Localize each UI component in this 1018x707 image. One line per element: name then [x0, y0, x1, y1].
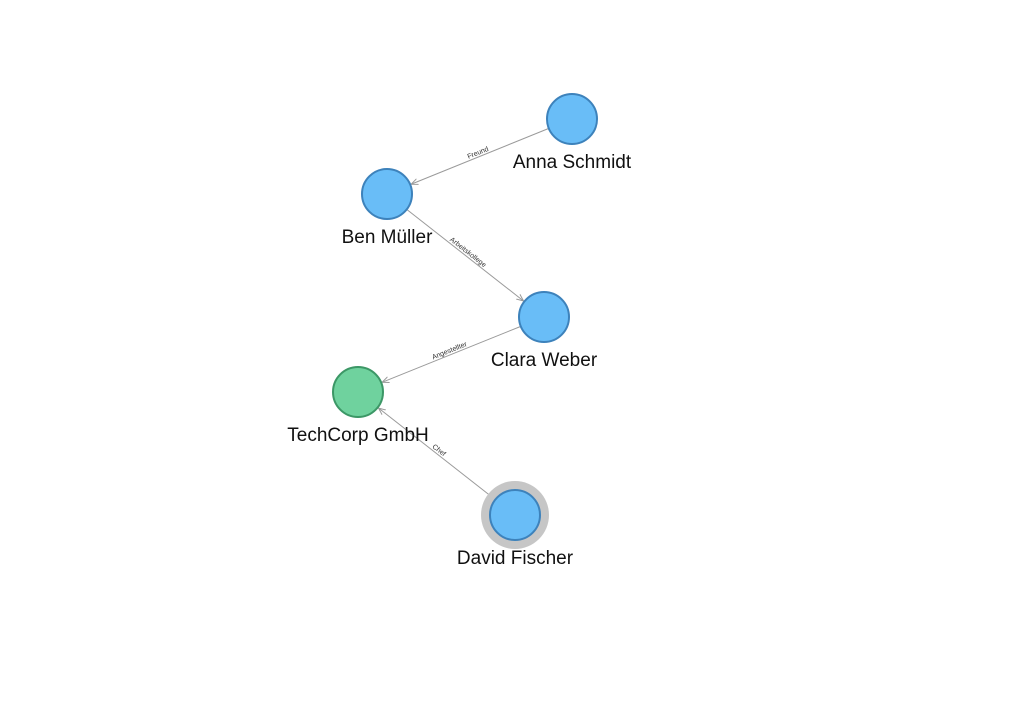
edge-line[interactable]: [411, 127, 550, 184]
edge-label: Chef: [431, 443, 447, 458]
node-clara[interactable]: Clara Weber: [491, 291, 598, 371]
node-label: Clara Weber: [491, 350, 598, 371]
node-label: David Fischer: [457, 548, 574, 569]
edge-line[interactable]: [382, 325, 522, 382]
edge-ben-clara[interactable]: Arbeitskollege: [406, 209, 524, 301]
edge-label: Arbeitskollege: [448, 236, 487, 269]
node-label: Anna Schmidt: [513, 152, 632, 173]
node-label: Ben Müller: [342, 227, 433, 248]
node-circle[interactable]: [361, 168, 413, 220]
edge-label: Angestellter: [431, 341, 469, 362]
edge-label: Freund: [467, 146, 490, 161]
edge-david-techcorp[interactable]: Chef: [378, 408, 496, 500]
node-circle[interactable]: [332, 366, 384, 418]
node-techcorp[interactable]: TechCorp GmbH: [287, 366, 429, 446]
edge-line[interactable]: [406, 209, 524, 301]
node-circle[interactable]: [546, 93, 598, 145]
node-david[interactable]: David Fischer: [457, 481, 574, 569]
node-anna[interactable]: Anna Schmidt: [513, 93, 632, 173]
edge-line[interactable]: [378, 408, 496, 500]
node-ben[interactable]: Ben Müller: [342, 168, 433, 248]
node-circle[interactable]: [518, 291, 570, 343]
node-label: TechCorp GmbH: [287, 425, 429, 446]
node-circle[interactable]: [489, 489, 541, 541]
